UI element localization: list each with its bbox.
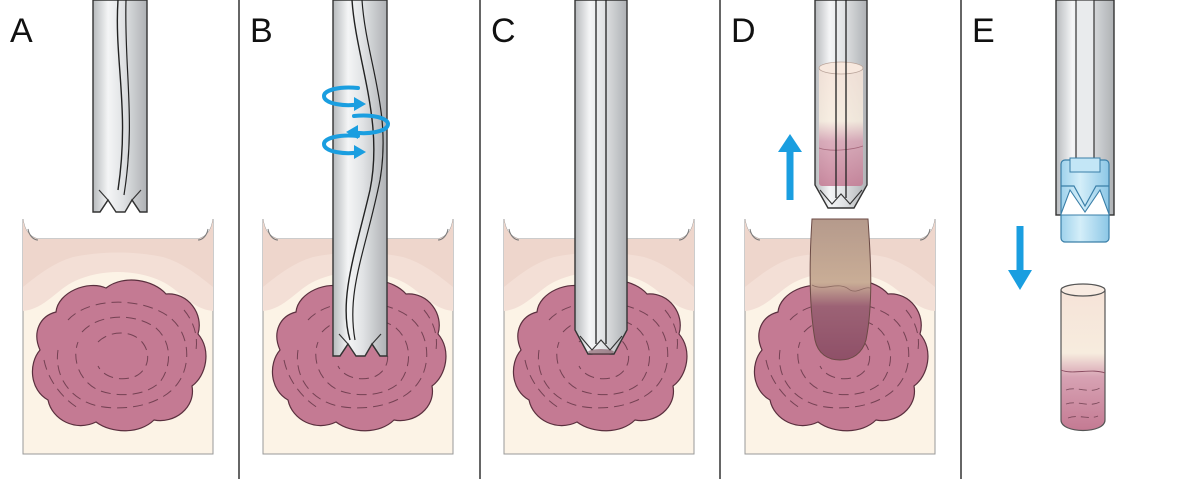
biopsy-punch-instrument: [92, 0, 148, 213]
panel-label-b: B: [250, 12, 273, 50]
tissue-core: [818, 61, 864, 186]
panel-d: D: [731, 0, 936, 455]
panel-dividers: [238, 0, 962, 479]
panel-label-c: C: [491, 12, 516, 50]
panel-e: E: [972, 0, 1115, 431]
ejected-tissue-core: [1060, 283, 1106, 431]
down-arrow-icon: [1008, 226, 1032, 290]
biopsy-punch-instrument: [332, 0, 388, 357]
biopsy-punch-instrument: [574, 0, 628, 355]
panel-label-d: D: [731, 12, 756, 50]
panel-b: B: [250, 0, 454, 455]
biopsy-hole: [809, 218, 872, 361]
panel-label-a: A: [10, 12, 33, 50]
plunger: [1060, 157, 1110, 243]
up-arrow-icon: [778, 134, 802, 200]
panel-a: A: [10, 0, 214, 455]
panel-c: C: [491, 0, 695, 455]
panel-label-e: E: [972, 12, 995, 50]
